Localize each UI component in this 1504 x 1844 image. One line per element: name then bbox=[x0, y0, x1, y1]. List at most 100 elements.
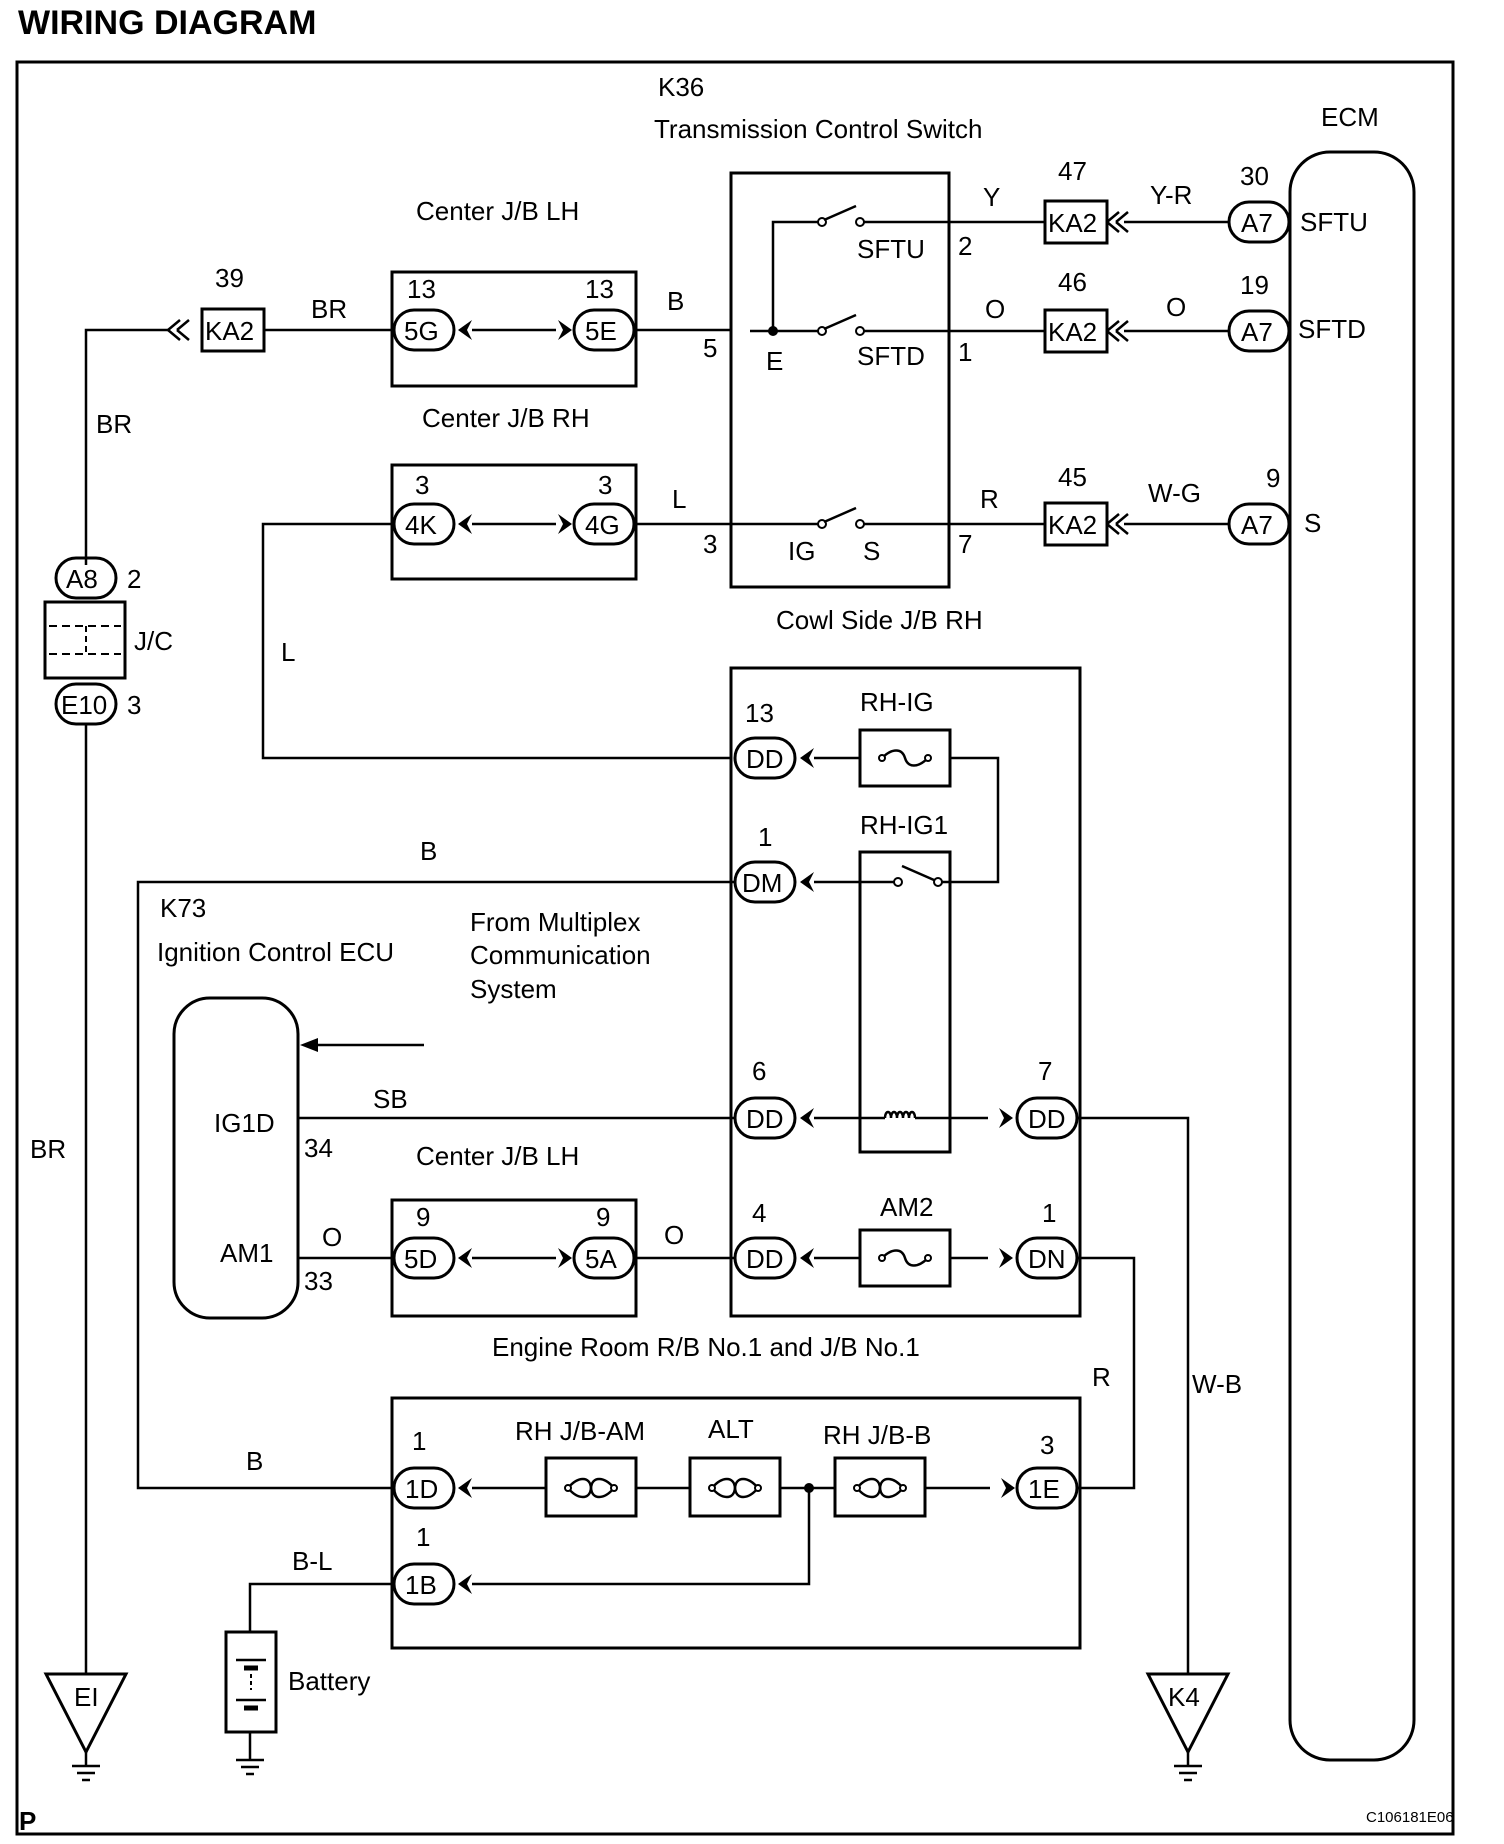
wire-color-bl: B-L bbox=[292, 1546, 332, 1576]
ecm-terminal-sftd: SFTD bbox=[1298, 314, 1366, 344]
connector-dm-1-label: DM bbox=[742, 868, 782, 898]
ignition-control-ecu bbox=[172, 996, 300, 1320]
wire-color-l-sw: L bbox=[672, 484, 686, 514]
connector-e10-label: E10 bbox=[61, 690, 107, 720]
connector-a7-9 bbox=[1227, 502, 1291, 546]
switch-terminal-sftu: SFTU bbox=[857, 234, 925, 264]
connector-1d bbox=[392, 1466, 456, 1510]
jc-label: J/C bbox=[134, 626, 173, 656]
connector-5d-label: 5D bbox=[404, 1244, 437, 1274]
from-multiplex-line-2: Communication bbox=[470, 940, 651, 970]
pin-dd-4: 4 bbox=[752, 1198, 766, 1228]
pin-1b: 1 bbox=[416, 1522, 430, 1552]
cowl-side-jb-rh-label: Cowl Side J/B RH bbox=[776, 605, 983, 635]
connector-ka2-45-label: KA2 bbox=[1048, 510, 1097, 540]
connector-a7-30-label: A7 bbox=[1241, 208, 1273, 238]
connector-5g-label: 5G bbox=[404, 316, 439, 346]
pin-dd-7: 7 bbox=[1038, 1056, 1052, 1086]
pin-1d: 1 bbox=[412, 1426, 426, 1456]
wire-color-yr: Y-R bbox=[1150, 180, 1192, 210]
connector-1b-label: 1B bbox=[405, 1570, 437, 1600]
pin-a7-9: 9 bbox=[1266, 463, 1280, 493]
wire-color-o-am1: O bbox=[322, 1222, 342, 1252]
pin-ka2-46: 46 bbox=[1058, 267, 1087, 297]
ecu-terminal-ig1d: IG1D bbox=[214, 1108, 275, 1138]
ecm-terminal-sftu: SFTU bbox=[1300, 207, 1368, 237]
pin-e10: 3 bbox=[127, 690, 141, 720]
center-jb-lh-top-label: Center J/B LH bbox=[416, 196, 579, 226]
wire-color-sb: SB bbox=[373, 1084, 408, 1114]
pin-a8: 2 bbox=[127, 564, 141, 594]
fusible-link-rh-jb-am-label: RH J/B-AM bbox=[515, 1416, 645, 1446]
ground-ei bbox=[43, 1672, 129, 1756]
wire-color-l-left: L bbox=[281, 637, 295, 667]
ground-k4-label: K4 bbox=[1168, 1682, 1200, 1712]
junction-connector bbox=[43, 600, 127, 680]
connector-ka2-39-label: KA2 bbox=[205, 316, 254, 346]
ground-ei-label: EI bbox=[74, 1682, 99, 1712]
wire-color-wg: W-G bbox=[1148, 478, 1201, 508]
wire-color-b-sw: B bbox=[667, 286, 684, 316]
ecm-terminal-s: S bbox=[1304, 508, 1321, 538]
wire-color-o-sftd: O bbox=[985, 294, 1005, 324]
k36-name: Transmission Control Switch bbox=[654, 114, 982, 144]
pin-ka2-47: 47 bbox=[1058, 156, 1087, 186]
connector-a7-19 bbox=[1227, 309, 1291, 353]
center-jb-rh-box bbox=[390, 463, 638, 581]
wire-color-o-ecm: O bbox=[1166, 292, 1186, 322]
switch-pin-7: 7 bbox=[958, 529, 972, 559]
pin-dd-6: 6 bbox=[752, 1056, 766, 1086]
connector-5a-label: 5A bbox=[585, 1244, 617, 1274]
pin-ka2-45: 45 bbox=[1058, 462, 1087, 492]
connector-5d bbox=[392, 1236, 456, 1280]
connector-dd-6-label: DD bbox=[746, 1104, 784, 1134]
connector-a7-30 bbox=[1227, 200, 1291, 244]
wire-color-r-sw: R bbox=[980, 484, 999, 514]
pin-1e: 3 bbox=[1040, 1430, 1054, 1460]
connector-dd-13-label: DD bbox=[746, 744, 784, 774]
k36-code: K36 bbox=[658, 72, 704, 102]
connector-dd-7-label: DD bbox=[1028, 1104, 1066, 1134]
connector-dn-1-label: DN bbox=[1028, 1244, 1066, 1274]
ecu-pin-34: 34 bbox=[304, 1133, 333, 1163]
connector-1d-label: 1D bbox=[405, 1474, 438, 1504]
connector-a7-19-label: A7 bbox=[1241, 317, 1273, 347]
wire-color-r-right: R bbox=[1092, 1362, 1111, 1392]
switch-pin-3: 3 bbox=[703, 529, 717, 559]
pin-5a: 9 bbox=[596, 1202, 610, 1232]
engine-room-label: Engine Room R/B No.1 and J/B No.1 bbox=[492, 1332, 920, 1362]
from-multiplex-line-3: System bbox=[470, 974, 557, 1004]
from-multiplex-line-1: From Multiplex bbox=[470, 907, 640, 937]
connector-a8 bbox=[54, 556, 118, 600]
connector-dd-4-label: DD bbox=[746, 1244, 784, 1274]
k73-code: K73 bbox=[160, 893, 206, 923]
connector-a8-label: A8 bbox=[66, 564, 98, 594]
center-jb-lh-bottom-label: Center J/B LH bbox=[416, 1141, 579, 1171]
pin-a7-19: 19 bbox=[1240, 270, 1269, 300]
wire-color-b-1d: B bbox=[246, 1446, 263, 1476]
connector-ka2-47-label: KA2 bbox=[1048, 208, 1097, 238]
pin-5d: 9 bbox=[416, 1202, 430, 1232]
connector-1e-label: 1E bbox=[1028, 1474, 1060, 1504]
fuse-rh-ig-label: RH-IG bbox=[860, 687, 934, 717]
wire-color-b-dm: B bbox=[420, 836, 437, 866]
connector-a7-9-label: A7 bbox=[1241, 510, 1273, 540]
fusible-link-alt-label: ALT bbox=[708, 1414, 754, 1444]
engine-room-box bbox=[390, 1396, 1082, 1650]
transmission-control-switch bbox=[729, 171, 951, 589]
k73-name: Ignition Control ECU bbox=[157, 937, 394, 967]
fusible-link-rh-jb-b-label: RH J/B-B bbox=[823, 1420, 931, 1450]
footer-left: P bbox=[19, 1806, 36, 1836]
cowl-side-jb-rh-box bbox=[729, 666, 1082, 1318]
switch-terminal-ig: IG bbox=[788, 536, 815, 566]
connector-5g bbox=[392, 308, 456, 352]
switch-pin-1: 1 bbox=[958, 337, 972, 367]
footer-code: C106181E06 bbox=[1366, 1809, 1454, 1826]
ecm-label: ECM bbox=[1321, 102, 1379, 132]
ecu-pin-33: 33 bbox=[304, 1266, 333, 1296]
connector-4g-label: 4G bbox=[585, 510, 620, 540]
pin-a7-30: 30 bbox=[1240, 161, 1269, 191]
connector-dd-13 bbox=[733, 736, 797, 780]
fuse-am2-label: AM2 bbox=[880, 1192, 933, 1222]
pin-5e: 13 bbox=[585, 274, 614, 304]
